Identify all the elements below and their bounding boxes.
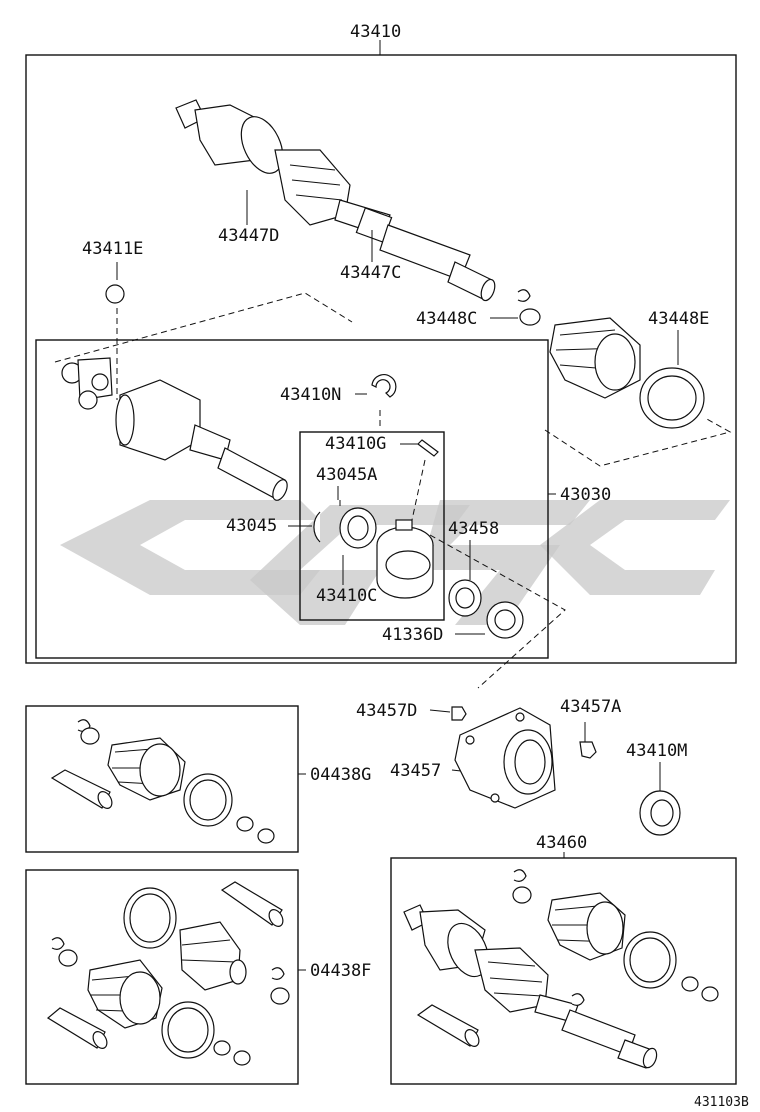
label-43447D: 43447D — [218, 226, 279, 246]
label-43030: 43030 — [560, 485, 611, 505]
kit-04438G-parts — [50, 719, 275, 844]
shaft-43460-parts — [403, 869, 719, 1069]
bolt-43457A — [579, 741, 597, 759]
kit-04438F-parts — [46, 881, 290, 1066]
label-43411E: 43411E — [82, 239, 143, 259]
outer-joint-drive-shaft — [175, 99, 496, 302]
boot-43448E — [549, 317, 641, 399]
label-43045A: 43045A — [316, 465, 377, 485]
label-43410M: 43410M — [626, 741, 687, 761]
label-04438F: 04438F — [310, 961, 371, 981]
label-43448E: 43448E — [648, 309, 709, 329]
label-41336D: 41336D — [382, 625, 443, 645]
bolt-43457D — [451, 706, 467, 721]
label-43457: 43457 — [390, 761, 441, 781]
label-43447C: 43447C — [340, 263, 401, 283]
boot-kit-04438F-box — [25, 869, 299, 1085]
label-43410: 43410 — [350, 22, 401, 42]
watermark-logo — [60, 500, 730, 625]
label-43448C: 43448C — [416, 309, 477, 329]
label-43410N: 43410N — [280, 385, 341, 405]
label-04438G: 04438G — [310, 765, 371, 785]
label-43460: 43460 — [536, 833, 587, 853]
shaft-43460-box — [390, 857, 737, 1085]
figure-id: 431103B — [694, 1095, 749, 1110]
boot-kit-04438G-box — [25, 705, 299, 853]
label-43457D: 43457D — [356, 701, 417, 721]
tripod-joint — [61, 357, 113, 410]
inner-joint-43030-box — [35, 339, 549, 659]
label-43045: 43045 — [226, 516, 277, 536]
bearing-housing-43410C — [376, 519, 434, 599]
label-43410C: 43410C — [316, 586, 377, 606]
bracket-43457 — [454, 707, 556, 809]
inner-joint-housing — [115, 379, 288, 501]
assembly-43410-box — [25, 54, 737, 664]
label-43410G: 43410G — [325, 434, 386, 454]
label-43457A: 43457A — [560, 697, 621, 717]
label-43458: 43458 — [448, 519, 499, 539]
